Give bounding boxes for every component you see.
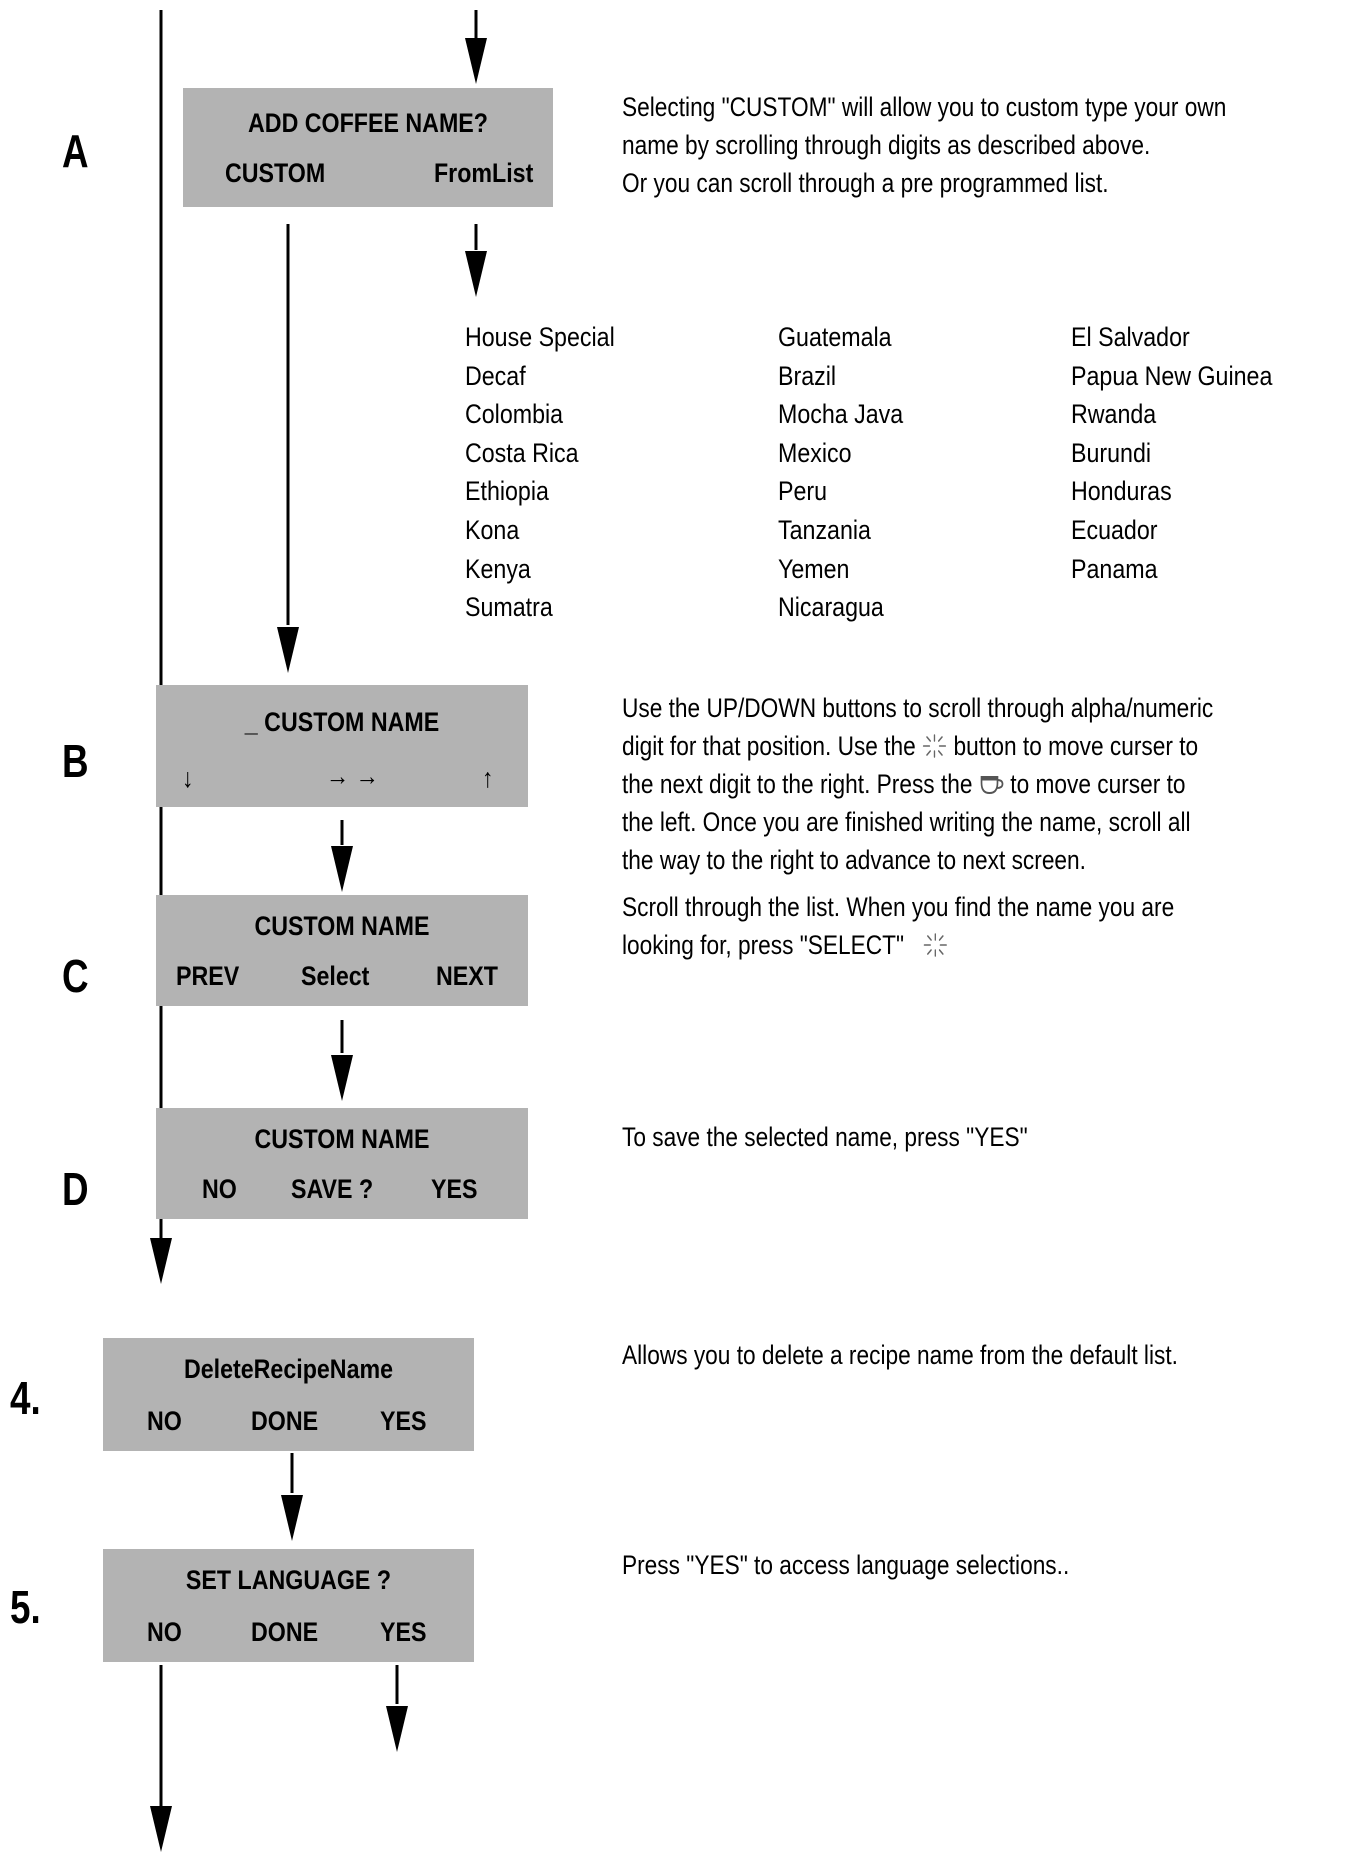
lcd-a-custom: CUSTOM (225, 158, 326, 188)
list-item: Mexico (778, 437, 852, 468)
lcd-c-next: NEXT (436, 961, 498, 991)
list-item: Honduras (1071, 476, 1172, 507)
step-label-c: C (62, 950, 89, 1002)
note-a-line-2: name by scrolling through digits as desc… (622, 130, 1151, 160)
note-b-line-2: digit for that position. Use the button … (622, 727, 1213, 765)
note-b-line-5: the way to the right to advance to next … (622, 845, 1086, 875)
list-item: Kenya (465, 553, 531, 584)
sparkle-icon (923, 933, 947, 957)
step-label-d: D (62, 1163, 89, 1215)
coffee-cup-icon (980, 776, 1004, 795)
list-item: Kona (465, 514, 520, 545)
list-item: El Salvador (1071, 322, 1190, 352)
up-arrow-icon: ↑ (482, 763, 494, 793)
lcd-5-no: NO (147, 1617, 182, 1647)
note-b-line-3-b: to move curser to (1003, 769, 1186, 799)
list-item: Rwanda (1071, 399, 1157, 430)
note-b-line-3: the next digit to the right. Press the t… (622, 765, 1213, 803)
coffee-list-column-3: El Salvador Papua New Guinea Rwanda Buru… (1071, 318, 1272, 588)
lcd-add-coffee-name: ADD COFFEE NAME? CUSTOM FromList (183, 88, 553, 207)
lcd-a-title: ADD COFFEE NAME? (248, 108, 488, 138)
note-c: Scroll through the list. When you find t… (622, 888, 1174, 964)
list-item: Nicaragua (778, 592, 884, 623)
list-item: House Special (465, 322, 615, 352)
lcd-4-done: DONE (251, 1406, 319, 1436)
lcd-set-language: SET LANGUAGE ? NO DONE YES (103, 1549, 474, 1662)
lcd-c-prev: PREV (176, 961, 240, 991)
list-item: Costa Rica (465, 437, 579, 468)
five-yes-arrowhead (386, 1706, 408, 1752)
lcd-4-yes: YES (380, 1406, 427, 1436)
down-arrow-icon: ↓ (182, 763, 194, 793)
five-no-arrowhead (150, 1806, 172, 1852)
lcd-5-done: DONE (251, 1617, 319, 1647)
list-item: Tanzania (778, 514, 871, 545)
lcd-d-yes: YES (431, 1174, 478, 1204)
note-b-line-4: the left. Once you are finished writing … (622, 807, 1191, 837)
note-c-line-2-text: looking for, press "SELECT" (622, 930, 905, 960)
list-item: Yemen (778, 553, 850, 584)
coffee-list-column-1: House Special Decaf Colombia Costa Rica … (465, 318, 615, 627)
c-to-d-arrowhead (331, 1055, 353, 1101)
list-item: Decaf (465, 360, 526, 391)
list-item: Mocha Java (778, 399, 904, 430)
note-4: Allows you to delete a recipe name from … (622, 1340, 1178, 1370)
list-item: Ecuador (1071, 514, 1158, 545)
lcd-5-title: SET LANGUAGE ? (185, 1565, 392, 1595)
note-a-line-3: Or you can scroll through a pre programm… (622, 168, 1109, 198)
note-b-line-1: Use the UP/DOWN buttons to scroll throug… (622, 693, 1214, 723)
list-item: Sumatra (465, 592, 553, 623)
list-item: Brazil (778, 360, 837, 391)
list-item: Colombia (465, 399, 564, 430)
note-d: To save the selected name, press "YES" (622, 1122, 1028, 1152)
list-item: Burundi (1071, 437, 1152, 468)
lcd-a-fromlist: FromList (434, 158, 534, 188)
note-b-line-2-a: digit for that position. Use the (622, 731, 923, 761)
note-b-line-3-a: the next digit to the right. Press the (622, 769, 979, 799)
note-c-line-2: looking for, press "SELECT" (622, 926, 1174, 964)
step-label-5: 5. (10, 1581, 41, 1633)
note-a: Selecting "CUSTOM" will allow you to cus… (622, 88, 1226, 202)
b-to-c-arrowhead (331, 846, 353, 892)
lcd-custom-name-save: CUSTOM NAME NO SAVE ? YES (156, 1108, 528, 1219)
step-label-4: 4. (10, 1372, 41, 1424)
lcd-c-title: CUSTOM NAME (254, 911, 430, 941)
lcd-d-save: SAVE ? (291, 1174, 374, 1204)
list-item: Guatemala (778, 322, 892, 352)
lcd-4-title: DeleteRecipeName (183, 1354, 394, 1384)
list-item: Papua New Guinea (1071, 360, 1273, 391)
lcd-custom-name-select: CUSTOM NAME PREV Select NEXT (156, 895, 528, 1006)
step-label-a: A (62, 125, 89, 177)
note-a-line-1: Selecting "CUSTOM" will allow you to cus… (622, 92, 1227, 122)
entry-arrowhead (465, 38, 487, 84)
lcd-4-no: NO (147, 1406, 182, 1436)
note-5: Press "YES" to access language selection… (622, 1550, 1070, 1580)
list-item: Ethiopia (465, 476, 549, 507)
note-b-line-2-b: button to move curser to (947, 731, 1199, 761)
lcd-5-yes: YES (380, 1617, 427, 1647)
four-to-five-arrowhead (281, 1495, 303, 1541)
lcd-d-no: NO (202, 1174, 237, 1204)
list-arrowhead (465, 251, 487, 297)
sparkle-icon (923, 734, 947, 758)
lcd-custom-name-entry: _ CUSTOM NAME ↓ → → ↑ (156, 685, 528, 807)
custom-arrowhead (277, 627, 299, 673)
note-b: Use the UP/DOWN buttons to scroll throug… (622, 689, 1213, 879)
list-item: Peru (778, 476, 828, 507)
note-c-line-1: Scroll through the list. When you find t… (622, 892, 1175, 922)
lcd-b-title: _ CUSTOM NAME (244, 707, 440, 737)
step-label-b: B (62, 735, 89, 787)
lcd-d-title: CUSTOM NAME (254, 1124, 430, 1154)
main-flow-arrowhead (150, 1238, 172, 1284)
right-arrows-icon: → → (326, 761, 379, 791)
list-item: Panama (1071, 553, 1158, 584)
coffee-list-column-2: Guatemala Brazil Mocha Java Mexico Peru … (778, 318, 903, 627)
lcd-c-select: Select (301, 961, 370, 991)
lcd-delete-recipe-name: DeleteRecipeName NO DONE YES (103, 1338, 474, 1451)
